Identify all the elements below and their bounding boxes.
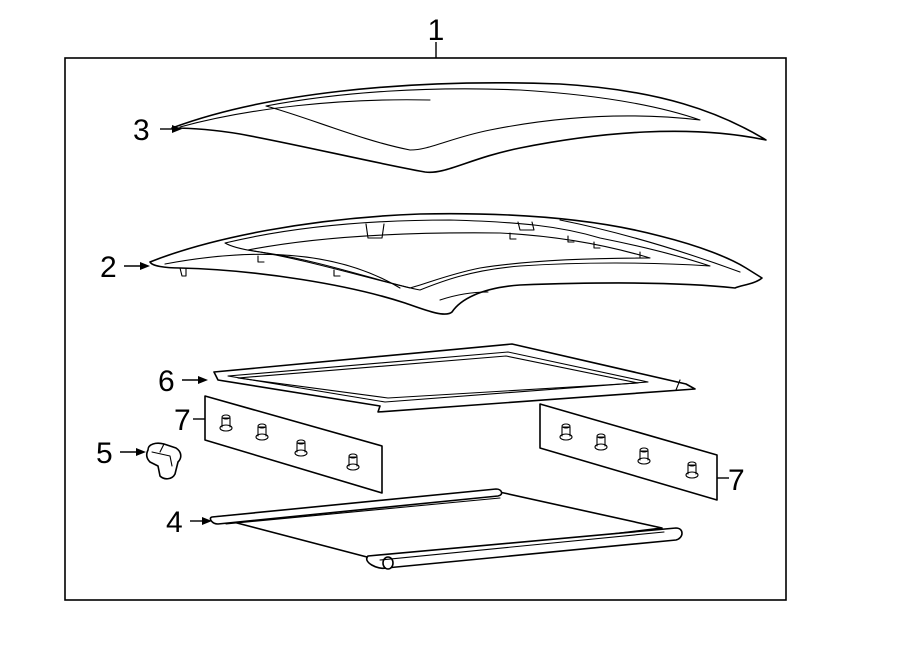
- callout-6-arrow: [198, 376, 208, 384]
- callout-2-label: 2: [100, 251, 117, 284]
- clip: [145, 442, 182, 480]
- callout-4-label: 4: [166, 506, 183, 539]
- trim-panel-left: [204, 395, 383, 494]
- callout-6-label: 6: [158, 365, 175, 398]
- callout-5-label: 5: [96, 437, 113, 470]
- callout-7-left-label: 7: [174, 404, 191, 437]
- callout-2-arrow: [140, 262, 150, 270]
- callout-4-arrow: [202, 517, 212, 525]
- sunshade: [209, 488, 683, 570]
- glass-panel: [171, 82, 767, 174]
- callout-3-arrow: [172, 125, 182, 133]
- callout-3-label: 3: [133, 114, 150, 147]
- callout-5-arrow: [136, 448, 146, 456]
- trim-panel-right: [539, 403, 718, 501]
- seal: [213, 343, 696, 413]
- callout-1-label: 1: [428, 14, 445, 47]
- callout-7-right-label: 7: [728, 464, 745, 497]
- headliner-frame: [149, 212, 763, 315]
- assembly-frame: [64, 57, 787, 601]
